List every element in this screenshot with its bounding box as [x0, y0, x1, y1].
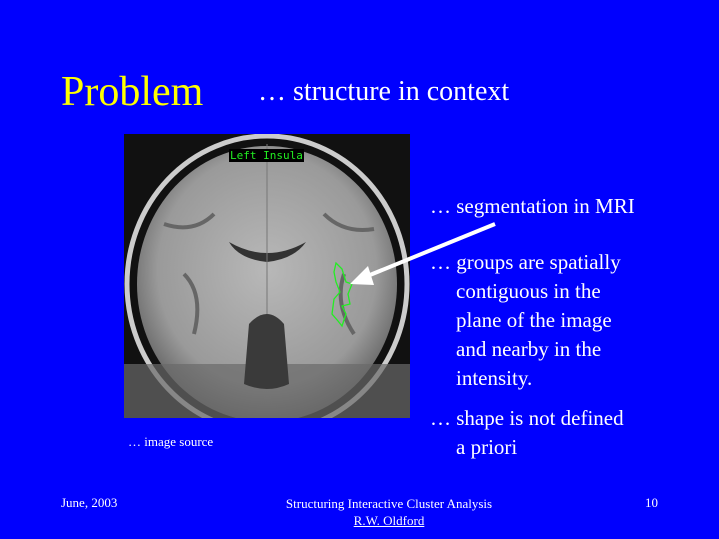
mri-image: Left Insula	[124, 134, 410, 418]
slide-subtitle: … structure in context	[258, 76, 510, 107]
bullet-line: and nearby in the	[456, 337, 602, 361]
footer-title-block: Structuring Interactive Cluster Analysis…	[280, 495, 498, 529]
footer-author-link[interactable]: R.W. Oldford	[353, 513, 425, 528]
bullet-line: … shape is not defined	[430, 406, 624, 430]
image-source-caption: … image source	[128, 434, 214, 449]
footer-date: June, 2003	[61, 495, 118, 510]
bullet-line: … segmentation in MRI	[430, 194, 635, 218]
bullet-line: intensity.	[456, 366, 533, 390]
bullet-segmentation: … segmentation in MRI	[430, 192, 635, 221]
bullet-line: plane of the image	[456, 308, 612, 332]
bullet-line: a priori	[456, 435, 518, 459]
mri-region-label: Left Insula	[229, 149, 304, 162]
page-number: 10	[645, 495, 658, 510]
bullet-groups: … groups are spatially contiguous in the…	[430, 248, 621, 393]
mri-brain-scan	[124, 134, 410, 418]
bullet-shape: … shape is not defined a priori	[430, 404, 624, 462]
bullet-line: … groups are spatially	[430, 250, 621, 274]
footer-title: Structuring Interactive Cluster Analysis	[285, 496, 493, 511]
slide-title: Problem	[61, 69, 204, 115]
bullet-line: contiguous in the	[456, 279, 601, 303]
